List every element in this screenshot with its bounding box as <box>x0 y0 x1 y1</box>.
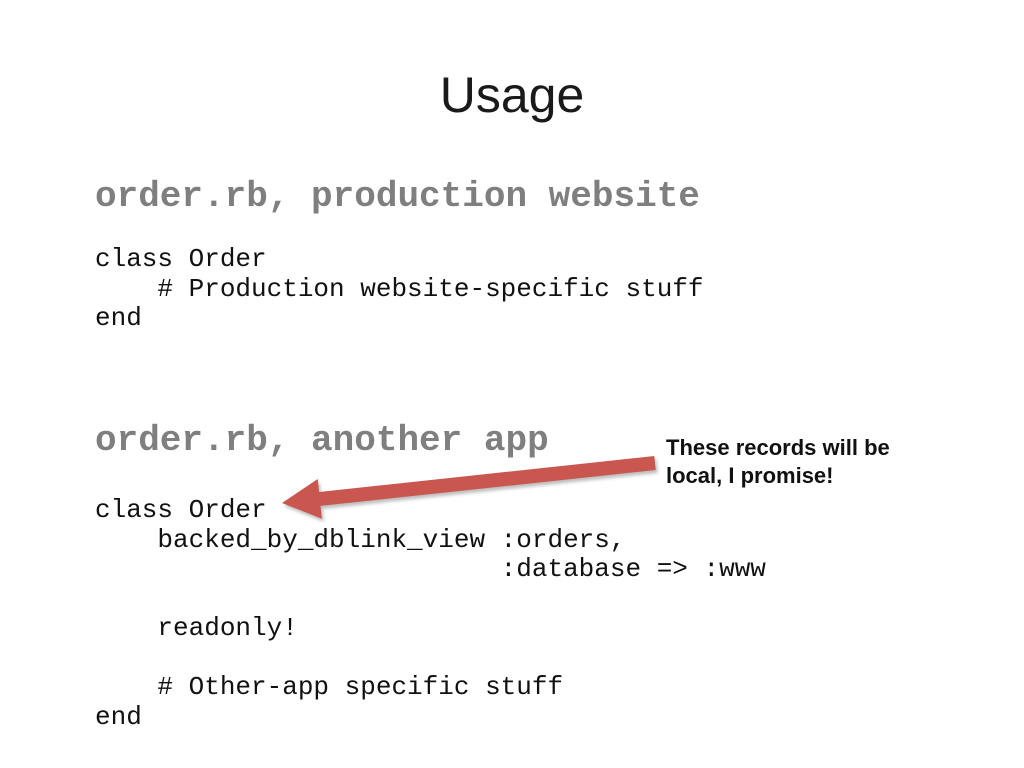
callout-arrow-shape <box>282 456 656 519</box>
callout-annotation-text: These records will be local, I promise! <box>666 435 890 488</box>
code-block-production-website: class Order # Production website-specifi… <box>95 244 704 333</box>
slide-title: Usage <box>439 67 585 123</box>
code-heading-another-app: order.rb, another app <box>95 420 549 461</box>
code-heading-production-website: order.rb, production website <box>95 176 700 217</box>
callout-arrow-icon <box>282 456 656 519</box>
code-block-another-app: class Order backed_by_dblink_view :order… <box>95 495 766 732</box>
